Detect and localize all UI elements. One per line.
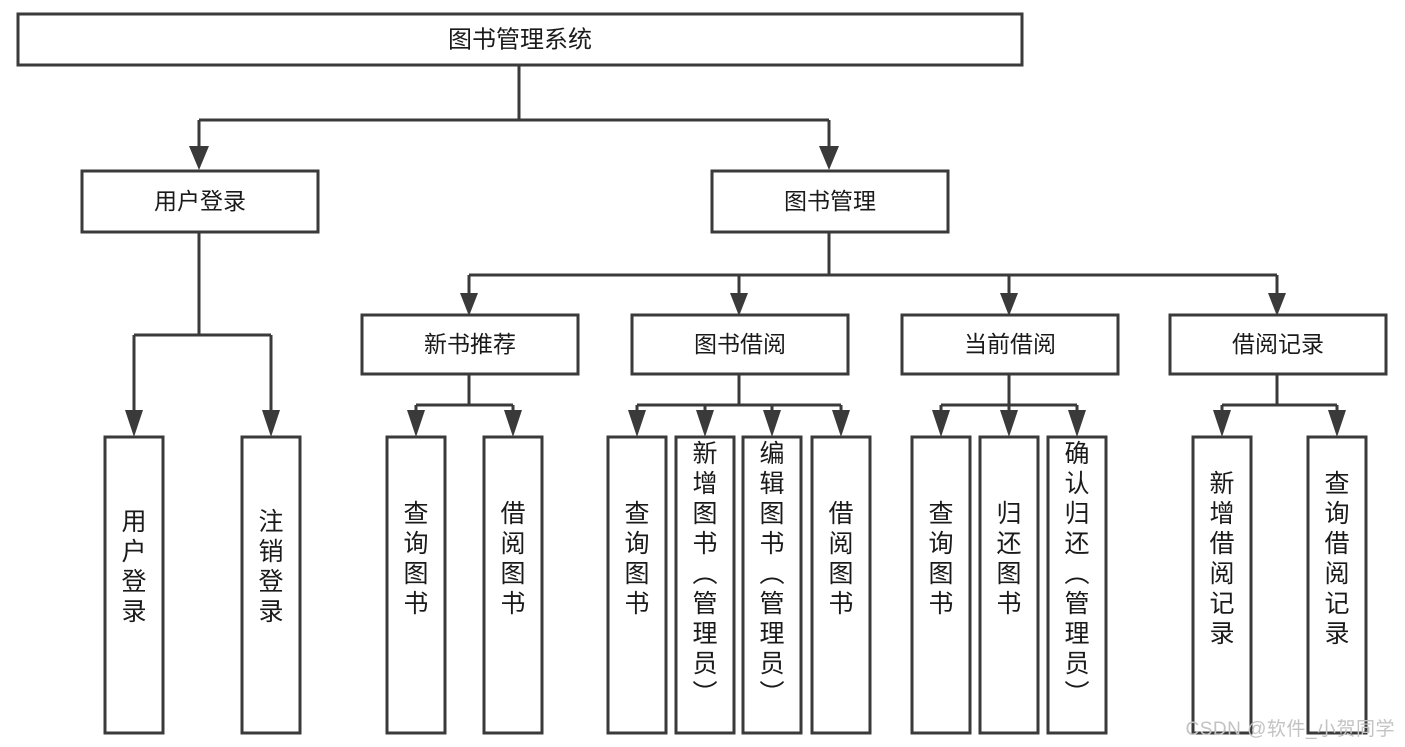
connector-bookborrow-to-leaves xyxy=(628,375,850,437)
leaf-box[interactable] xyxy=(240,435,302,735)
node-current-borrow-label: 当前借阅 xyxy=(964,331,1056,357)
leaf-box[interactable] xyxy=(482,435,544,735)
leaf-node[interactable]: 借阅图书 xyxy=(810,435,872,735)
arrow-head-icon xyxy=(1068,410,1086,437)
leaf-box[interactable] xyxy=(741,435,803,735)
leaf-label: 归还图书 xyxy=(996,500,1021,618)
leaf-label: 新增借阅记录 xyxy=(1209,470,1234,648)
leaf-box[interactable] xyxy=(385,435,447,735)
node-borrow-record-box[interactable] xyxy=(1168,313,1388,376)
leaf-node[interactable]: 用户登录 xyxy=(103,435,165,735)
node-new-book-recommend[interactable]: 新书推荐 xyxy=(360,313,580,376)
leaf-box[interactable] xyxy=(1046,435,1108,735)
leaf-box[interactable] xyxy=(674,435,736,735)
node-root-label: 图书管理系统 xyxy=(448,26,592,53)
leaf-box[interactable] xyxy=(1306,435,1368,735)
node-user-login[interactable]: 用户登录 xyxy=(80,169,320,234)
leaf-label: 查询图书 xyxy=(403,500,428,618)
leaf-node[interactable]: 查询借阅记录 xyxy=(1306,435,1368,735)
arrow-head-icon xyxy=(125,410,143,437)
leaf-box[interactable] xyxy=(810,435,872,735)
leaf-label: 查询图书 xyxy=(928,500,953,618)
connector-currentborrow-to-leaves xyxy=(932,375,1086,437)
arrow-head-icon xyxy=(628,410,646,437)
node-book-management[interactable]: 图书管理 xyxy=(710,169,950,234)
arrow-head-icon xyxy=(696,410,714,437)
node-book-borrow-label: 图书借阅 xyxy=(694,331,786,357)
arrow-head-icon xyxy=(1268,293,1286,316)
node-book-management-label: 图书管理 xyxy=(784,188,876,214)
connector-newbook-to-leaves xyxy=(407,375,522,437)
arrow-head-icon xyxy=(763,410,781,437)
node-borrow-record[interactable]: 借阅记录 xyxy=(1168,313,1388,376)
leaf-box[interactable] xyxy=(606,435,668,735)
leaf-box[interactable] xyxy=(103,435,165,735)
node-user-login-label: 用户登录 xyxy=(154,188,246,214)
leaf-node[interactable]: 查询图书 xyxy=(910,435,972,735)
leaf-label: 借阅图书 xyxy=(828,500,853,618)
leaf-label: 查询图书 xyxy=(624,500,649,618)
connector-bookmgmt-to-level3 xyxy=(460,233,1286,316)
leaf-node[interactable]: 编辑图书︵管理员︶ xyxy=(741,435,803,735)
node-current-borrow[interactable]: 当前借阅 xyxy=(900,313,1120,376)
arrow-head-icon xyxy=(504,410,522,437)
node-root[interactable]: 图书管理系统 xyxy=(16,12,1024,67)
connector-borrowrecord-to-leaves xyxy=(1213,375,1346,437)
node-new-book-recommend-box[interactable] xyxy=(360,313,580,376)
node-book-borrow[interactable]: 图书借阅 xyxy=(630,313,850,376)
leaf-label: 新增图书︵管理员︶ xyxy=(692,440,717,708)
leaf-label: 确认归还︵管理员︶ xyxy=(1064,440,1089,708)
node-root-box[interactable] xyxy=(16,12,1024,67)
arrow-head-icon xyxy=(832,410,850,437)
node-user-login-box[interactable] xyxy=(80,169,320,234)
node-book-management-box[interactable] xyxy=(710,169,950,234)
leaf-node[interactable]: 归还图书 xyxy=(978,435,1040,735)
arrow-head-icon xyxy=(189,146,209,170)
leaf-label: 查询借阅记录 xyxy=(1324,470,1349,648)
node-borrow-record-label: 借阅记录 xyxy=(1232,331,1324,357)
arrow-head-icon xyxy=(460,293,478,316)
arrow-head-icon xyxy=(407,410,425,437)
leaf-node[interactable]: 新增借阅记录 xyxy=(1191,435,1253,735)
connector-userlogin-to-leaves xyxy=(125,233,280,437)
leaf-node[interactable]: 查询图书 xyxy=(606,435,668,735)
leaf-box[interactable] xyxy=(1191,435,1253,735)
arrow-head-icon xyxy=(1000,410,1018,437)
leaf-box[interactable] xyxy=(978,435,1040,735)
arrow-head-icon xyxy=(1328,410,1346,437)
arrow-head-icon xyxy=(932,410,950,437)
leaf-box[interactable] xyxy=(910,435,972,735)
leaf-node[interactable]: 新增图书︵管理员︶ xyxy=(674,435,736,735)
node-new-book-recommend-label: 新书推荐 xyxy=(424,331,516,357)
connector-root-to-level2 xyxy=(189,65,839,170)
leaf-label: 用户登录 xyxy=(121,508,146,626)
leaf-label: 注销登录 xyxy=(258,508,283,626)
node-current-borrow-box[interactable] xyxy=(900,313,1120,376)
leaf-node[interactable]: 查询图书 xyxy=(385,435,447,735)
leaf-node[interactable]: 注销登录 xyxy=(240,435,302,735)
leaf-label: 编辑图书︵管理员︶ xyxy=(759,440,784,708)
arrow-head-icon xyxy=(1213,410,1231,437)
leaf-label: 借阅图书 xyxy=(500,500,525,618)
arrow-head-icon xyxy=(730,293,748,316)
arrow-head-icon xyxy=(1000,293,1018,316)
node-book-borrow-box[interactable] xyxy=(630,313,850,376)
arrow-head-icon xyxy=(819,146,839,170)
leaf-node[interactable]: 确认归还︵管理员︶ xyxy=(1046,435,1108,735)
leaf-node[interactable]: 借阅图书 xyxy=(482,435,544,735)
arrow-head-icon xyxy=(262,410,280,437)
